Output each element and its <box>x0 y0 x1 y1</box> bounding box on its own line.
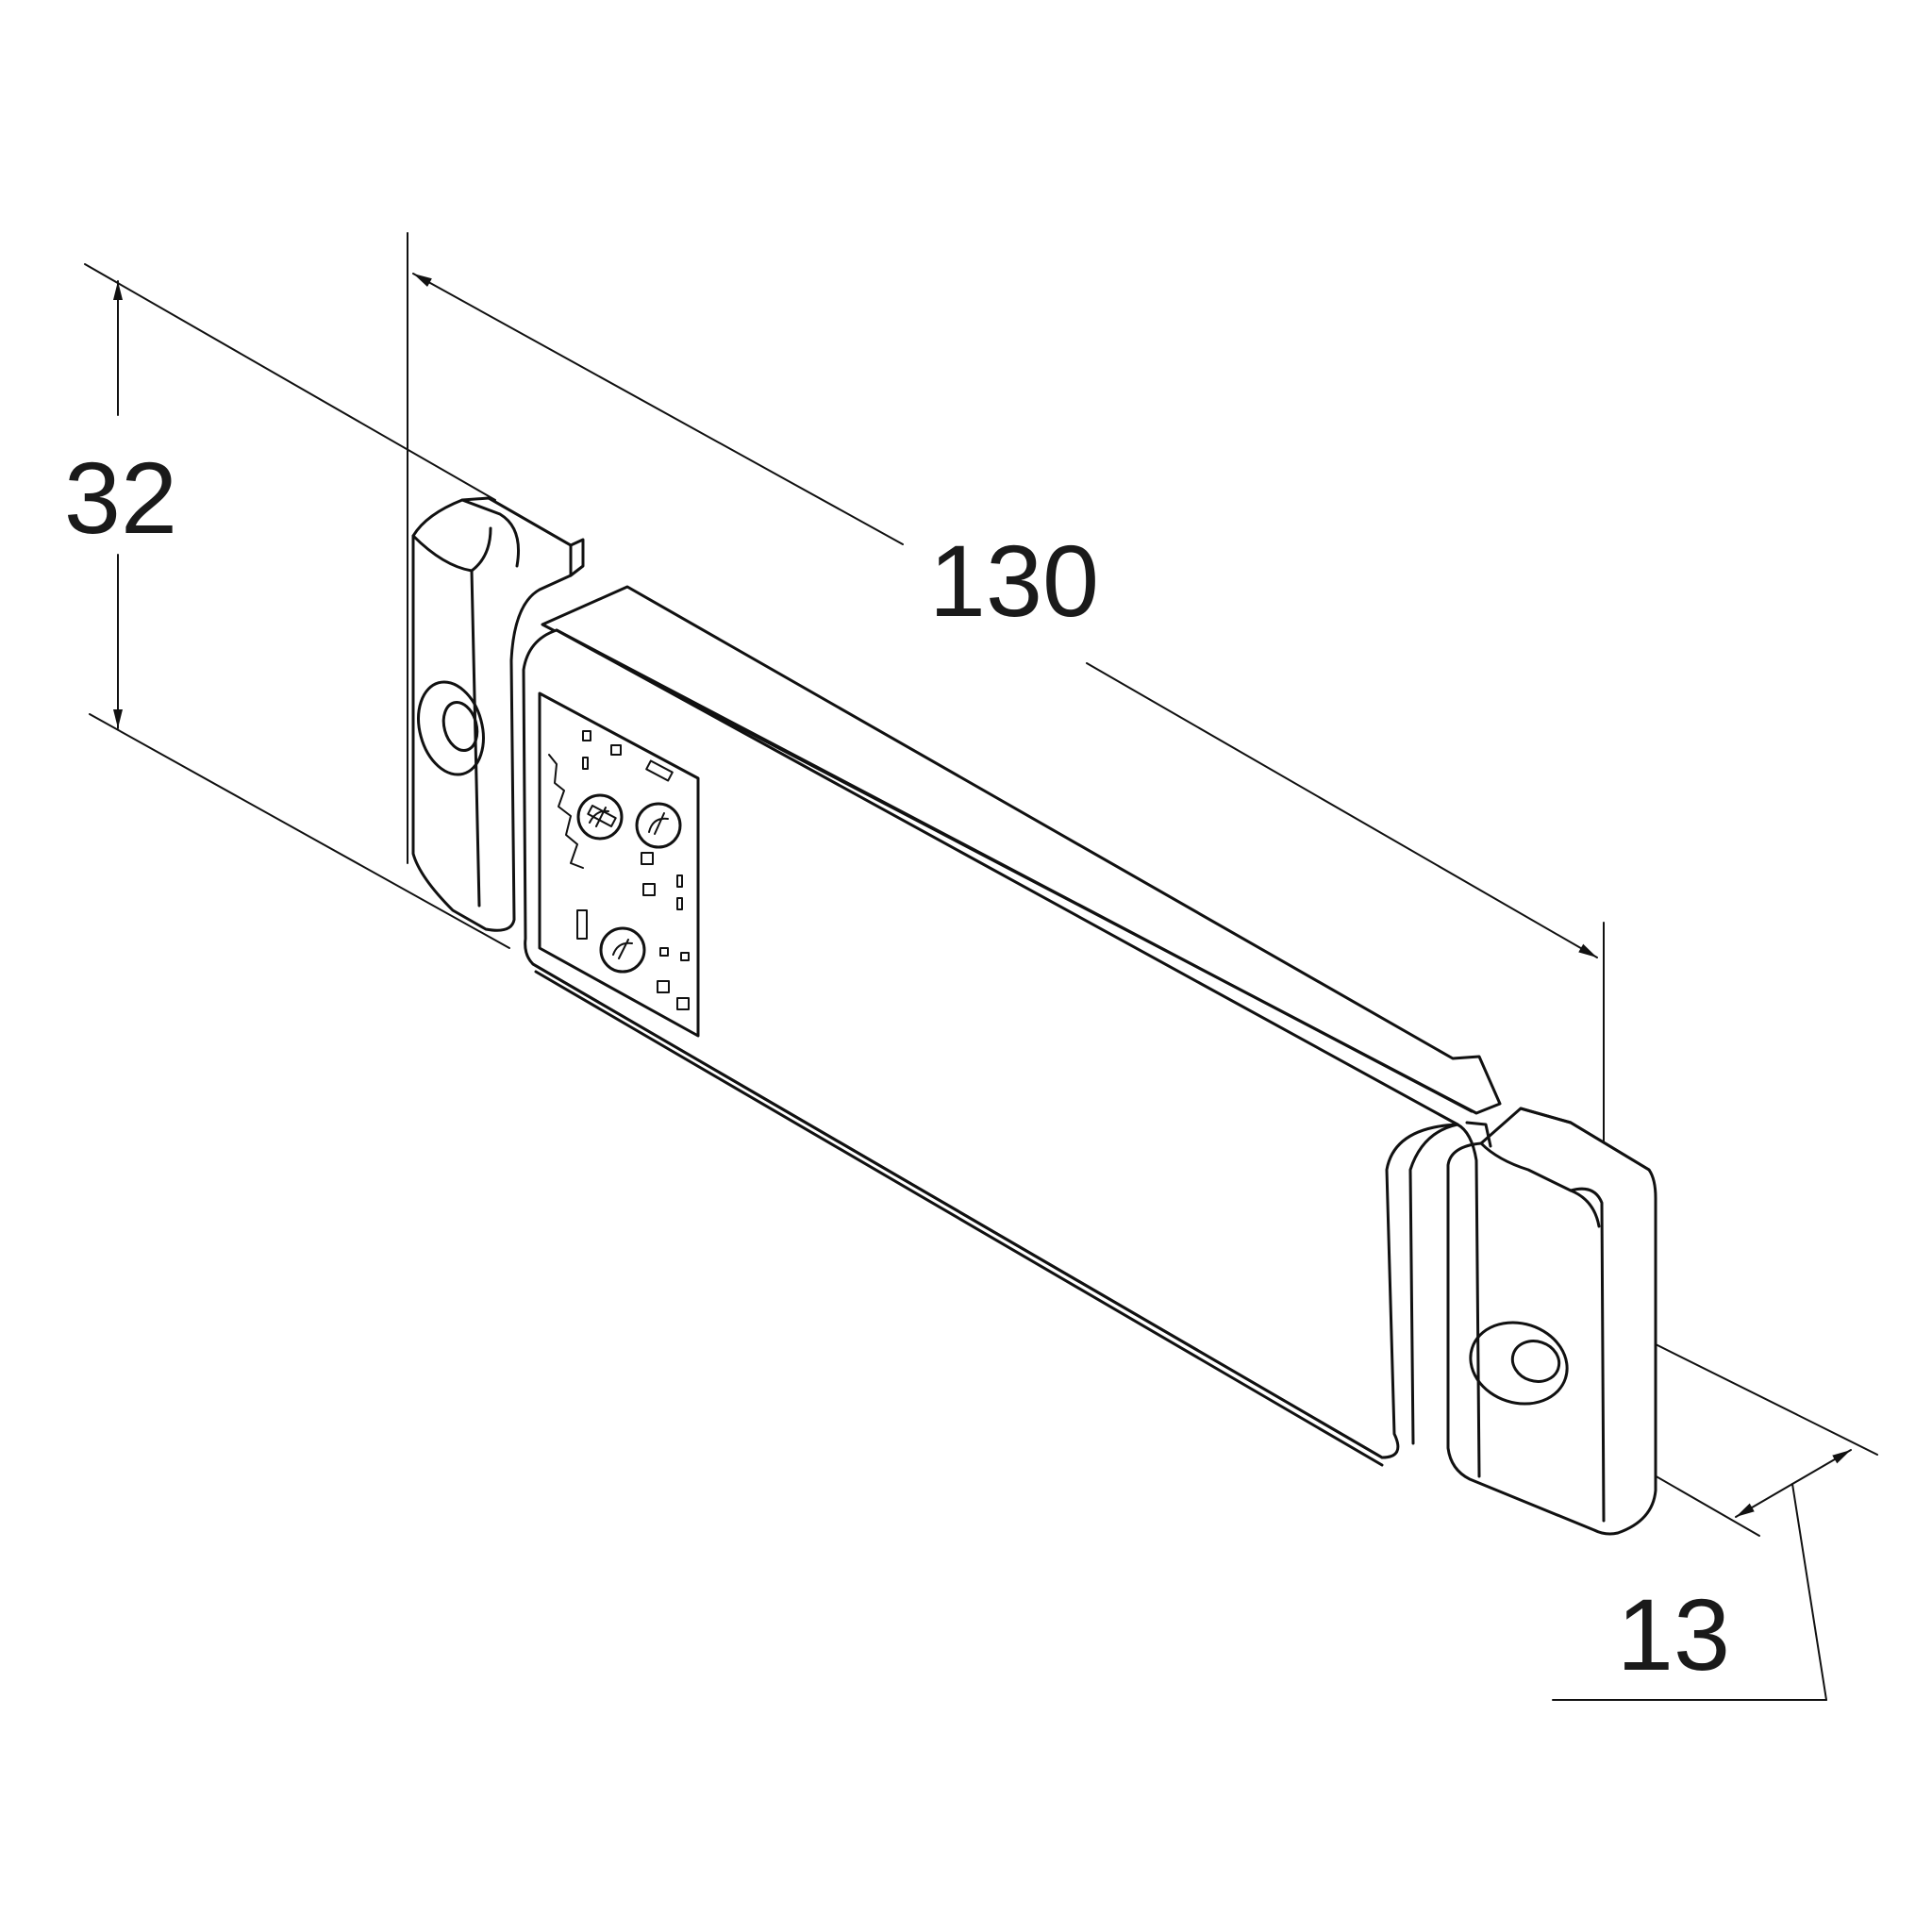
left-end-cap <box>411 496 573 932</box>
terminal-screw-icon <box>576 793 624 841</box>
length-dimension: 130 <box>407 232 1605 1534</box>
top-rail <box>541 585 1502 1115</box>
right-cap-inner-edge <box>1456 1123 1481 1478</box>
right-cap-seam <box>1569 1187 1606 1523</box>
main-lens-face <box>522 628 1459 1459</box>
depth-dimension-line <box>1735 1449 1852 1518</box>
left-cap-clip <box>487 496 585 577</box>
mounting-hole-icon <box>1469 1321 1569 1406</box>
depth-leader <box>1791 1483 1827 1701</box>
mounting-hole-icon <box>417 680 485 776</box>
lens-bottom-edge-2 <box>534 970 1384 1467</box>
rail-edge <box>555 628 1474 1113</box>
left-cap-ridge <box>460 498 521 568</box>
terminal-screw-icon <box>635 802 682 849</box>
right-cap-clip <box>1465 1121 1492 1148</box>
depth-dimension: 13 <box>1552 1343 1878 1701</box>
height-dimension: 32 <box>64 263 510 949</box>
lens-bottom-edge <box>531 962 1384 1459</box>
lens-right-bevel <box>1408 1123 1459 1445</box>
height-extension-bottom <box>89 713 510 949</box>
right-cap-edge <box>1519 1107 1651 1172</box>
circuit-label <box>538 691 700 1038</box>
height-dimension-label: 32 <box>64 441 177 555</box>
height-extension-top <box>84 263 496 501</box>
depth-extension-front <box>1655 1343 1878 1456</box>
right-cap-top-curve <box>1479 1141 1601 1228</box>
depth-dimension-label: 13 <box>1617 1577 1730 1691</box>
lamp-housing <box>411 496 1657 1536</box>
terminal-screw-icon <box>599 926 646 974</box>
length-dimension-line-left <box>412 273 904 545</box>
length-dimension-label: 130 <box>929 524 1099 638</box>
length-dimension-line-right <box>1086 662 1598 958</box>
